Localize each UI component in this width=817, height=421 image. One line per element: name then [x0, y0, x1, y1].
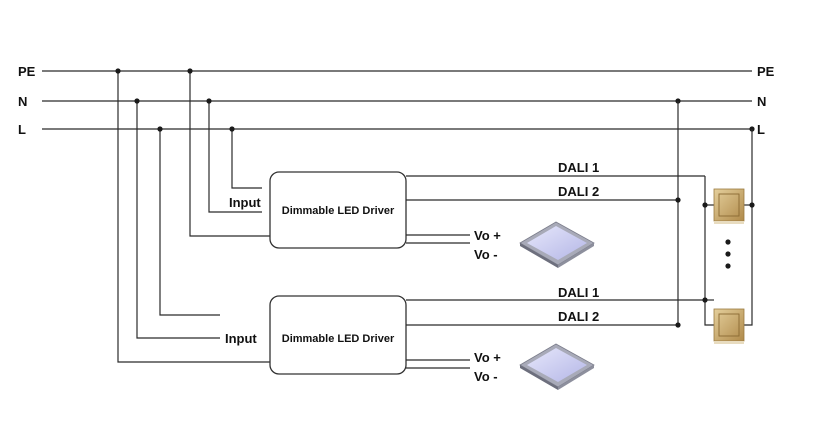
- driver-2-dali1-label: DALI 1: [558, 285, 599, 300]
- ellipsis-dots: [725, 239, 731, 269]
- driver-2-vo-plus: Vo +: [474, 350, 501, 365]
- driver-2-vo-minus: Vo -: [474, 369, 498, 384]
- driver-2-dali2-label: DALI 2: [558, 309, 599, 324]
- dali-switch-icon: [713, 188, 745, 224]
- driver-1-dali2-label: DALI 2: [558, 184, 599, 199]
- driver-1: Dimmable LED Driver Input DALI 1 DALI 2 …: [229, 160, 705, 262]
- pe-label-right: PE: [757, 64, 775, 79]
- driver-2-input-wiring: [117, 71, 270, 363]
- n-label-left: N: [18, 94, 27, 109]
- dali-bus: [675, 101, 755, 328]
- l-label-right: L: [757, 122, 765, 137]
- driver-1-input-label: Input: [229, 195, 261, 210]
- driver-2-input-label: Input: [225, 331, 257, 346]
- driver-1-vo-plus: Vo +: [474, 228, 501, 243]
- driver-1-input-wiring: [189, 71, 270, 237]
- n-label-right: N: [757, 94, 766, 109]
- driver-1-box: [269, 171, 407, 249]
- driver-1-name: Dimmable LED Driver: [282, 205, 395, 217]
- led-panel-icon: [519, 221, 595, 268]
- supply-lines: [42, 70, 752, 130]
- driver-2: Dimmable LED Driver Input DALI 1 DALI 2 …: [225, 285, 705, 384]
- led-panel-icon: [519, 343, 595, 390]
- dali-switch-icon: [713, 308, 745, 344]
- driver-2-box: [269, 295, 407, 375]
- junction-dots: [115, 68, 755, 132]
- driver-1-vo-minus: Vo -: [474, 247, 498, 262]
- pe-label-left: PE: [18, 64, 36, 79]
- l-label-left: L: [18, 122, 26, 137]
- driver-1-dali1-label: DALI 1: [558, 160, 599, 175]
- driver-2-name: Dimmable LED Driver: [282, 333, 395, 345]
